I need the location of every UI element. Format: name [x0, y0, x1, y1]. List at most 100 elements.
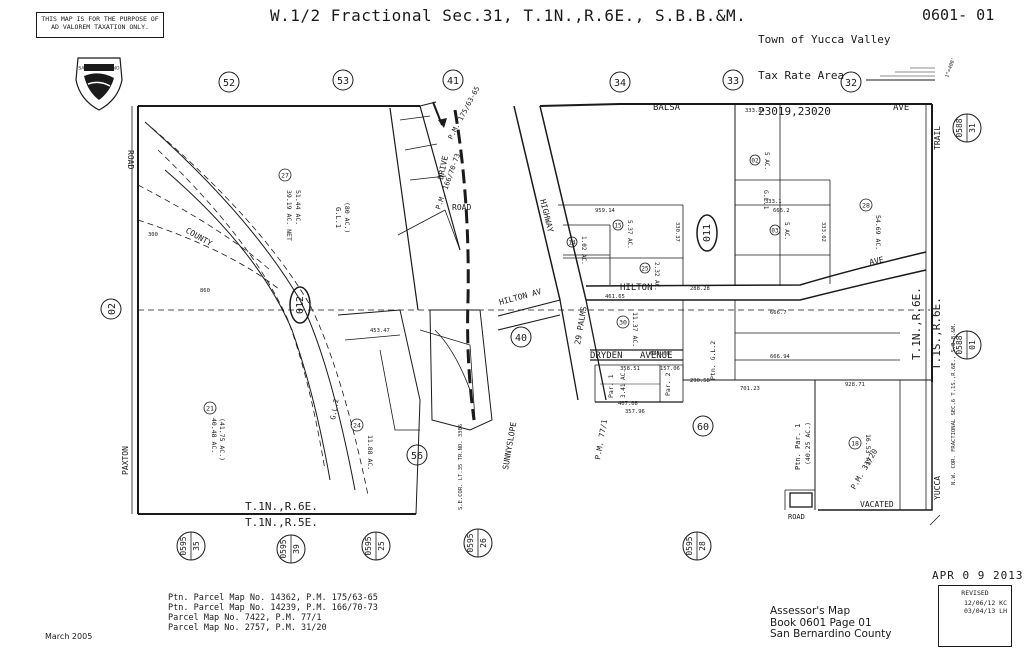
sunnyslope-lots — [337, 309, 493, 515]
parcel-28-area: 54.69 AC. — [874, 215, 882, 250]
parcel-18-num: 18 — [851, 440, 859, 448]
dim-959: 959.14 — [595, 208, 616, 214]
dim-290: 290.58 — [690, 378, 710, 384]
plat-pm-175: P.M. 175/63-65 — [447, 85, 482, 141]
reference-line: Ptn. Parcel Map No. 14362, P.M. 175/63-6… — [168, 593, 378, 603]
corner-note: N.W. COR. FRACTIONAL SEC.6 T.1S.,R.6E., … — [951, 323, 957, 485]
parcel-02-num: 02 — [751, 158, 759, 165]
dim-643: 643.60 — [650, 351, 670, 357]
street-trail: TRAIL — [933, 126, 942, 150]
plat-gl2: G.L.2 — [329, 398, 341, 420]
plat-par1: Par. 1 — [607, 374, 615, 398]
assessor-county: San Bernardino County — [770, 628, 892, 640]
town-tax-block: Town of Yucca Valley Tax Rate Area 23019… — [758, 10, 890, 130]
section-56: 56 — [411, 451, 423, 462]
parcel-25-num: 25 — [641, 266, 649, 273]
dim-461: 461.65 — [605, 294, 625, 300]
parcel-map-references: Ptn. Parcel Map No. 14362, P.M. 175/63-6… — [168, 593, 378, 633]
parcel-27-note: G.L.1 — [334, 207, 342, 228]
map-date: March 2005 — [45, 632, 93, 641]
section-circles: 52 53 41 34 33 32 02 40 56 60 — [100, 69, 862, 466]
adj-0595-39-page: 39 — [292, 544, 301, 554]
parcel-15-area: 5.37 AC. — [626, 220, 633, 249]
top-middle-lots — [389, 101, 461, 311]
plat-gl1: G.L.1 — [762, 190, 770, 210]
seal-text: SAN BERNARDINO — [78, 66, 120, 72]
parcel-25-area: 2.32 AC. — [653, 262, 660, 291]
parcel-15-num: 15 — [614, 223, 622, 230]
plat-par1-area: 3.41 AC. — [620, 369, 627, 398]
street-29-palms: 29 PALMS — [573, 306, 589, 346]
parcel-21-area: (41.75 AC.) — [218, 418, 226, 461]
adj-0595-25-book: 0595 — [364, 536, 373, 555]
reference-line: Ptn. Parcel Map No. 14239, P.M. 166/70-7… — [168, 603, 378, 613]
dim-407: 407.08 — [618, 401, 638, 407]
revised-entry: 12/06/12 KC — [963, 599, 1007, 607]
street-road-bottom: ROAD — [788, 513, 805, 521]
parcel-24-num: 24 — [353, 422, 361, 430]
parcel-27-sub: 39.19 AC. NET — [285, 190, 293, 241]
adj-0588-31-book: 0588 — [955, 118, 964, 137]
book-011: 011 — [702, 224, 713, 242]
adj-0595-26-book: 0595 — [466, 533, 475, 552]
county-seal-icon: SAN BERNARDINO — [75, 57, 123, 111]
adj-0595-26-page: 26 — [479, 538, 488, 548]
section-52: 52 — [223, 78, 235, 89]
dim-453: 453.47 — [370, 328, 390, 334]
parcel-02-area: 5 AC. — [763, 152, 770, 170]
revised-title: REVISED — [961, 589, 989, 597]
street-road-west: ROAD — [126, 150, 135, 169]
township-t1n-r6e: T.1N.,R.6E. — [245, 500, 318, 513]
dim-333-02: 333.02 — [820, 222, 826, 242]
parcel-24-area: 11.88 AC. — [366, 435, 374, 470]
section-60: 60 — [697, 422, 709, 433]
parcel-14-area: 1.02 AC. — [580, 236, 587, 265]
south-parcels — [590, 300, 932, 510]
tax-rate-label: Tax Rate Area — [758, 69, 845, 82]
street-paxton: PAXTON — [121, 446, 130, 475]
section-34: 34 — [614, 78, 626, 89]
adj-0595-28-page: 28 — [698, 541, 707, 551]
parcel-30-area: 11.37 AC. — [631, 312, 639, 347]
book-012: 012 — [295, 296, 306, 314]
dim-701: 701.23 — [740, 386, 760, 392]
plat-par2: Par. 2 — [664, 372, 672, 396]
township-t1s-r6e-side: T.1S.,R.6E. — [930, 297, 943, 370]
dim-860: 860 — [200, 288, 210, 294]
street-vacated: VACATED — [860, 500, 894, 509]
plat-ptn-par1: Ptn. Par. 1 — [794, 424, 802, 470]
parcel-27-area: 51.44 AC. — [294, 190, 302, 225]
section-32: 32 — [845, 78, 857, 89]
parcel-27-note2: (80 AC.) — [343, 202, 351, 233]
map-number: 0601- 01 — [922, 6, 995, 24]
scale-note: 1"=400' — [944, 57, 957, 79]
dim-300: 300 — [148, 232, 158, 238]
dim-358: 358.51 — [620, 366, 640, 372]
adj-0588-01-book: 0588 — [955, 335, 964, 354]
township-labels: T.1N.,R.6E. T.1N.,R.5E. T.1N.,R.6E. T.1S… — [245, 287, 943, 529]
adj-0595-35-page: 35 — [192, 541, 201, 551]
street-avenue: AVENUE — [640, 351, 673, 361]
street-county: COUNTY — [184, 226, 214, 248]
dim-330: 330.37 — [674, 222, 680, 242]
parcel-labels: 27 51.44 AC. 39.19 AC. NET G.L.1 (80 AC.… — [203, 152, 882, 470]
disclaimer-box: THIS MAP IS FOR THE PURPOSE OF AD VALORE… — [36, 12, 164, 38]
revised-entry: 03/04/13 LH — [963, 607, 1007, 615]
township-t1n-r5e: T.1N.,R.5E. — [245, 516, 318, 529]
dim-357: 357.96 — [625, 409, 645, 415]
adj-0595-28-book: 0595 — [685, 536, 694, 555]
map-title: W.1/2 Fractional Sec.31, T.1N.,R.6E., S.… — [270, 6, 747, 25]
reference-line: Parcel Map No. 2757, P.M. 31/20 — [168, 623, 327, 633]
tax-rate-values: 23019,23020 — [758, 105, 831, 118]
dim-157: 157.06 — [660, 366, 680, 372]
section-boundary — [131, 103, 933, 515]
parcel-27-num: 27 — [281, 172, 289, 180]
county-road — [137, 121, 369, 496]
section-33: 33 — [727, 76, 739, 87]
street-ave-top: AVE — [893, 103, 909, 113]
parcel-03-area: 5 AC. — [783, 222, 790, 240]
north-arrow-icon — [866, 67, 935, 81]
assessor-title: Assessor's Map — [770, 605, 851, 617]
dimension-labels: 959.14 330.37 333.84 333.1 666.2 333.02 … — [148, 108, 865, 415]
adj-0588-01-page: 01 — [968, 340, 977, 350]
